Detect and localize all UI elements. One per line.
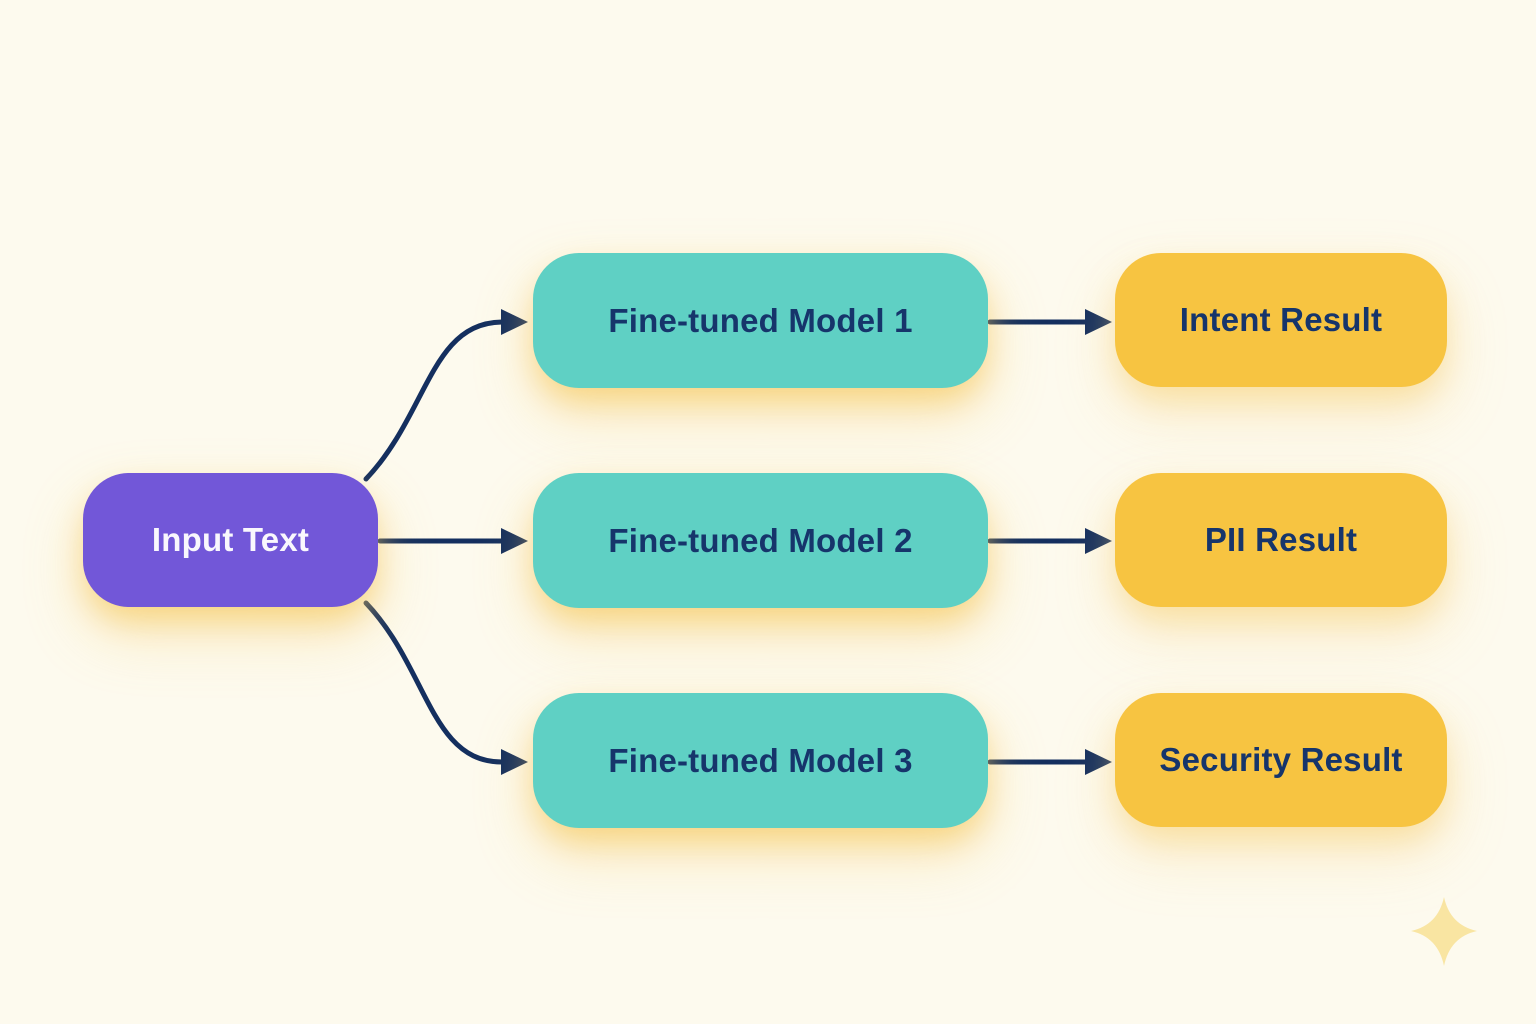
- arrowhead-input-to-model-2: [501, 528, 528, 554]
- arrow-input-to-model-1: [363, 319, 505, 482]
- node-intent-result: Intent Result: [1115, 253, 1447, 387]
- node-pii-result: PII Result: [1115, 473, 1447, 607]
- arrow-input-to-model-3: [363, 600, 505, 765]
- node-security-result-label: Security Result: [1159, 741, 1403, 778]
- arrowhead-model-3-to-security: [1085, 749, 1112, 775]
- node-fine-tuned-model-2: Fine-tuned Model 2: [533, 473, 988, 608]
- node-pii-result-label: PII Result: [1204, 521, 1358, 558]
- arrowhead-model-2-to-pii: [1085, 528, 1112, 554]
- arrowhead-input-to-model-1: [501, 309, 528, 335]
- node-fine-tuned-model-1-label: Fine-tuned Model 1: [608, 301, 913, 339]
- node-fine-tuned-model-3-label: Fine-tuned Model 3: [608, 741, 913, 779]
- arrowhead-model-1-to-intent: [1085, 309, 1112, 335]
- node-security-result: Security Result: [1115, 693, 1447, 827]
- arrowhead-input-to-model-3: [501, 749, 528, 775]
- node-fine-tuned-model-1: Fine-tuned Model 1: [533, 253, 988, 388]
- node-fine-tuned-model-2-label: Fine-tuned Model 2: [608, 521, 913, 559]
- node-intent-result-label: Intent Result: [1179, 301, 1383, 338]
- sparkle-icon: [1411, 897, 1477, 966]
- node-input-text-label: Input Text: [151, 521, 310, 558]
- node-input-text: Input Text: [83, 473, 378, 607]
- node-fine-tuned-model-3: Fine-tuned Model 3: [533, 693, 988, 828]
